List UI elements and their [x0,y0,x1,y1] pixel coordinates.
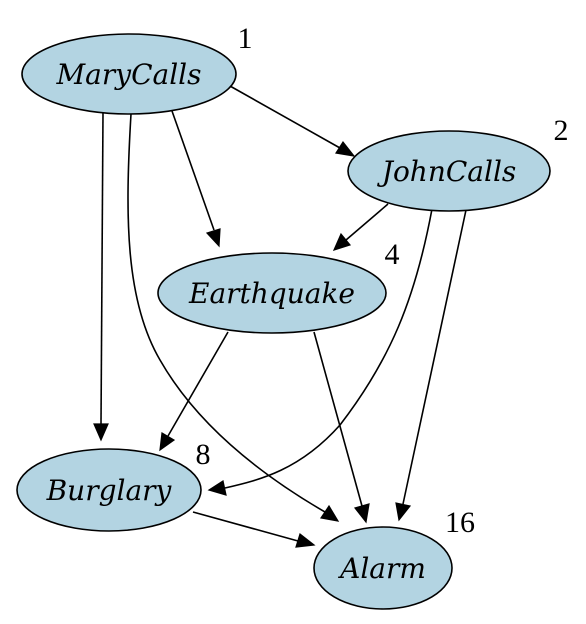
edge-earthquake-burglary [159,331,229,452]
node-burglary[interactable]: Burglary 8 [16,438,211,532]
node-johncalls[interactable]: JohnCalls 2 [347,114,569,212]
node-alarm[interactable]: Alarm 16 [313,506,475,610]
node-marycalls[interactable]: MaryCalls 1 [21,22,253,115]
node-marycalls-order: 1 [238,22,253,55]
edge-marycalls-johncalls [229,85,356,157]
edge-marycalls-alarm [127,113,340,522]
node-earthquake[interactable]: Earthquake 4 [157,238,400,334]
node-burglary-order: 8 [196,438,211,471]
edge-burglary-alarm [192,511,316,548]
node-burglary-label: Burglary [46,474,173,507]
edge-johncalls-burglary [207,208,433,496]
nodes-layer: MaryCalls 1 JohnCalls 2 Earthquake 4 Bur… [16,22,569,610]
node-earthquake-order: 4 [385,238,400,271]
node-alarm-label: Alarm [337,552,426,585]
edge-johncalls-earthquake [332,203,389,251]
edges-layer [93,85,467,548]
node-earthquake-shape [157,252,387,334]
node-alarm-shape [313,526,453,610]
node-marycalls-shape [21,33,237,115]
node-johncalls-shape [347,130,551,212]
node-earthquake-label: Earthquake [188,277,355,310]
node-marycalls-label: MaryCalls [56,58,202,91]
node-burglary-shape [16,448,202,532]
node-johncalls-label: JohnCalls [377,155,517,188]
edge-earthquake-alarm [313,331,370,524]
edge-marycalls-earthquake [171,110,221,248]
edge-johncalls-alarm [395,209,467,522]
node-johncalls-order: 2 [554,114,569,147]
node-alarm-order: 16 [445,506,475,539]
edge-marycalls-burglary [93,112,109,442]
